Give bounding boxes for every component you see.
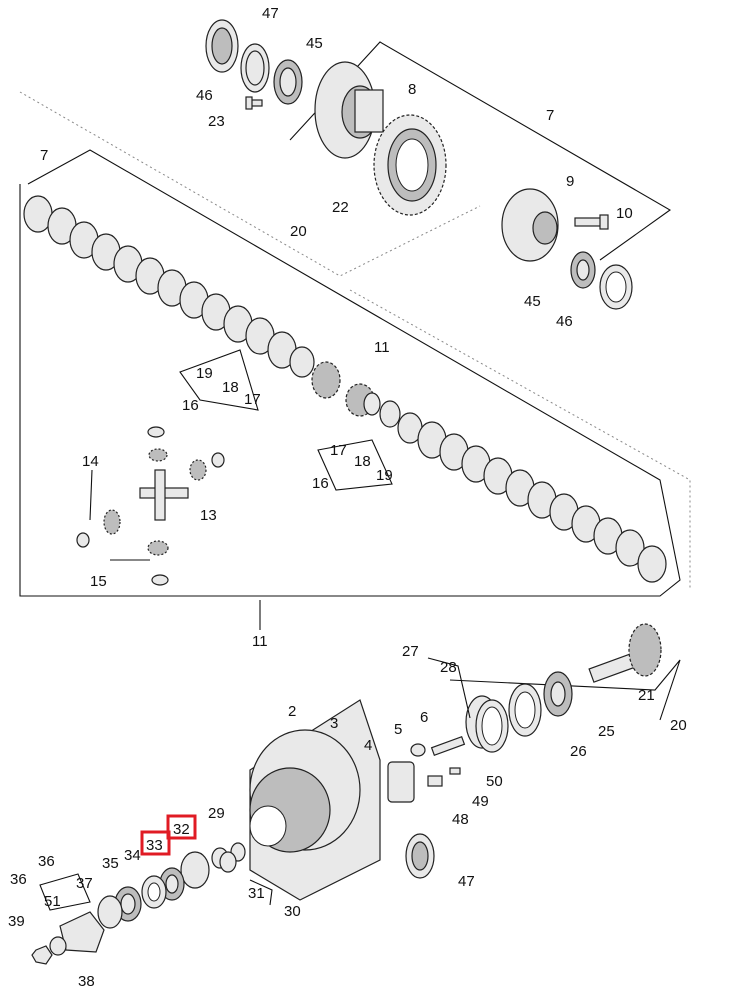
callout-10: 10	[616, 205, 633, 222]
nut-39	[31, 945, 53, 965]
cone-bearing-45-mid	[570, 251, 596, 289]
callout-26: 26	[570, 743, 587, 760]
differential-case-half-9	[501, 188, 559, 262]
differential-case-half-8	[314, 61, 384, 159]
bolt-10	[574, 214, 609, 230]
callout-37: 37	[76, 875, 93, 892]
axle-housing-2	[249, 699, 381, 901]
callout-32: 32	[173, 821, 190, 838]
callout-50: 50	[486, 773, 503, 790]
callout-23: 23	[208, 113, 225, 130]
callout-25: 25	[598, 723, 615, 740]
callout-35: 35	[102, 855, 119, 872]
callout-2: 2	[288, 703, 296, 720]
bearing-cup-46-mid	[599, 264, 633, 310]
bracket-30-31	[249, 879, 273, 906]
washer-38	[49, 936, 67, 956]
screw-23	[245, 96, 263, 110]
callout-27: 27	[402, 643, 419, 660]
callout-7: 7	[40, 147, 48, 164]
callout-38: 38	[78, 973, 95, 990]
callout-20: 20	[290, 223, 307, 240]
callout-46: 46	[556, 313, 573, 330]
callout-49: 49	[472, 793, 489, 810]
callout-13: 13	[200, 507, 217, 524]
callout-45: 45	[306, 35, 323, 52]
callout-47: 47	[262, 5, 279, 22]
thrust-washers-14	[76, 426, 225, 586]
pinion-shaft-21	[588, 623, 662, 683]
highlight-box-32	[166, 814, 197, 840]
callout-51: 51	[44, 893, 61, 910]
callout-30: 30	[284, 903, 301, 920]
bracket-27-28	[427, 657, 471, 719]
seal-37	[97, 895, 123, 929]
callout-14: 14	[82, 453, 99, 470]
callout-9: 9	[566, 173, 574, 190]
callout-45: 45	[524, 293, 541, 310]
bracket-4	[387, 761, 415, 803]
washer-5	[410, 743, 426, 757]
bolt-6	[430, 735, 466, 757]
washer-34	[141, 875, 167, 909]
callout-21: 21	[638, 687, 655, 704]
highlight-box-33	[140, 830, 171, 856]
callout-47: 47	[458, 873, 475, 890]
callout-33: 33	[146, 837, 163, 854]
callout-16: 16	[312, 475, 329, 492]
callout-31: 31	[248, 885, 265, 902]
bracket-16-a	[179, 349, 259, 411]
callout-36: 36	[10, 871, 27, 888]
callout-5: 5	[394, 721, 402, 738]
callout-8: 8	[408, 81, 416, 98]
callout-4: 4	[364, 737, 372, 754]
side-gear-11	[311, 361, 381, 417]
bearing-cup-47-bottom	[405, 833, 435, 879]
callout-19: 19	[376, 467, 393, 484]
callout-29: 29	[208, 805, 225, 822]
callout-11: 11	[374, 339, 390, 356]
callout-17: 17	[244, 391, 261, 408]
callout-labels: 47 45 46 8 23 7 7 9 10 22 20 45 46 11 19…	[8, 5, 687, 990]
callout-18: 18	[354, 453, 371, 470]
spider-cross-13	[139, 469, 189, 521]
callout-7: 7	[546, 107, 554, 124]
callout-15: 15	[90, 573, 107, 590]
bearing-race-46-top	[240, 43, 270, 93]
bearing-25	[543, 671, 573, 717]
callout-34: 34	[124, 847, 141, 864]
pinion-gears-15	[103, 448, 207, 556]
leader-14-15	[89, 469, 150, 561]
callout-3: 3	[330, 715, 338, 732]
callout-16: 16	[182, 397, 199, 414]
bearing-cup-47-top	[205, 19, 239, 73]
callout-11: 11	[252, 633, 268, 650]
callout-17: 17	[330, 442, 347, 459]
spacer-32	[180, 851, 210, 889]
callout-19: 19	[196, 365, 213, 382]
callout-28: 28	[440, 659, 457, 676]
clutch-discs-right	[379, 400, 667, 583]
callout-20: 20	[670, 717, 687, 734]
shims-28	[465, 695, 509, 753]
group-outline-7-left	[19, 149, 681, 597]
callout-39: 39	[8, 913, 25, 930]
shims-31	[211, 847, 237, 873]
ring-gear-22	[373, 114, 447, 216]
callout-6: 6	[420, 709, 428, 726]
cone-bearing-45-top	[273, 59, 303, 105]
bracket-16-b	[317, 439, 393, 491]
clutch-discs-left	[23, 195, 315, 378]
callout-46: 46	[196, 87, 213, 104]
callout-18: 18	[222, 379, 239, 396]
clip-48-49-50	[427, 767, 461, 787]
callout-22: 22	[332, 199, 349, 216]
bracket-36-37-51	[39, 873, 91, 911]
callout-36: 36	[38, 853, 55, 870]
callout-48: 48	[452, 811, 469, 828]
bearing-cup-26	[508, 683, 542, 737]
